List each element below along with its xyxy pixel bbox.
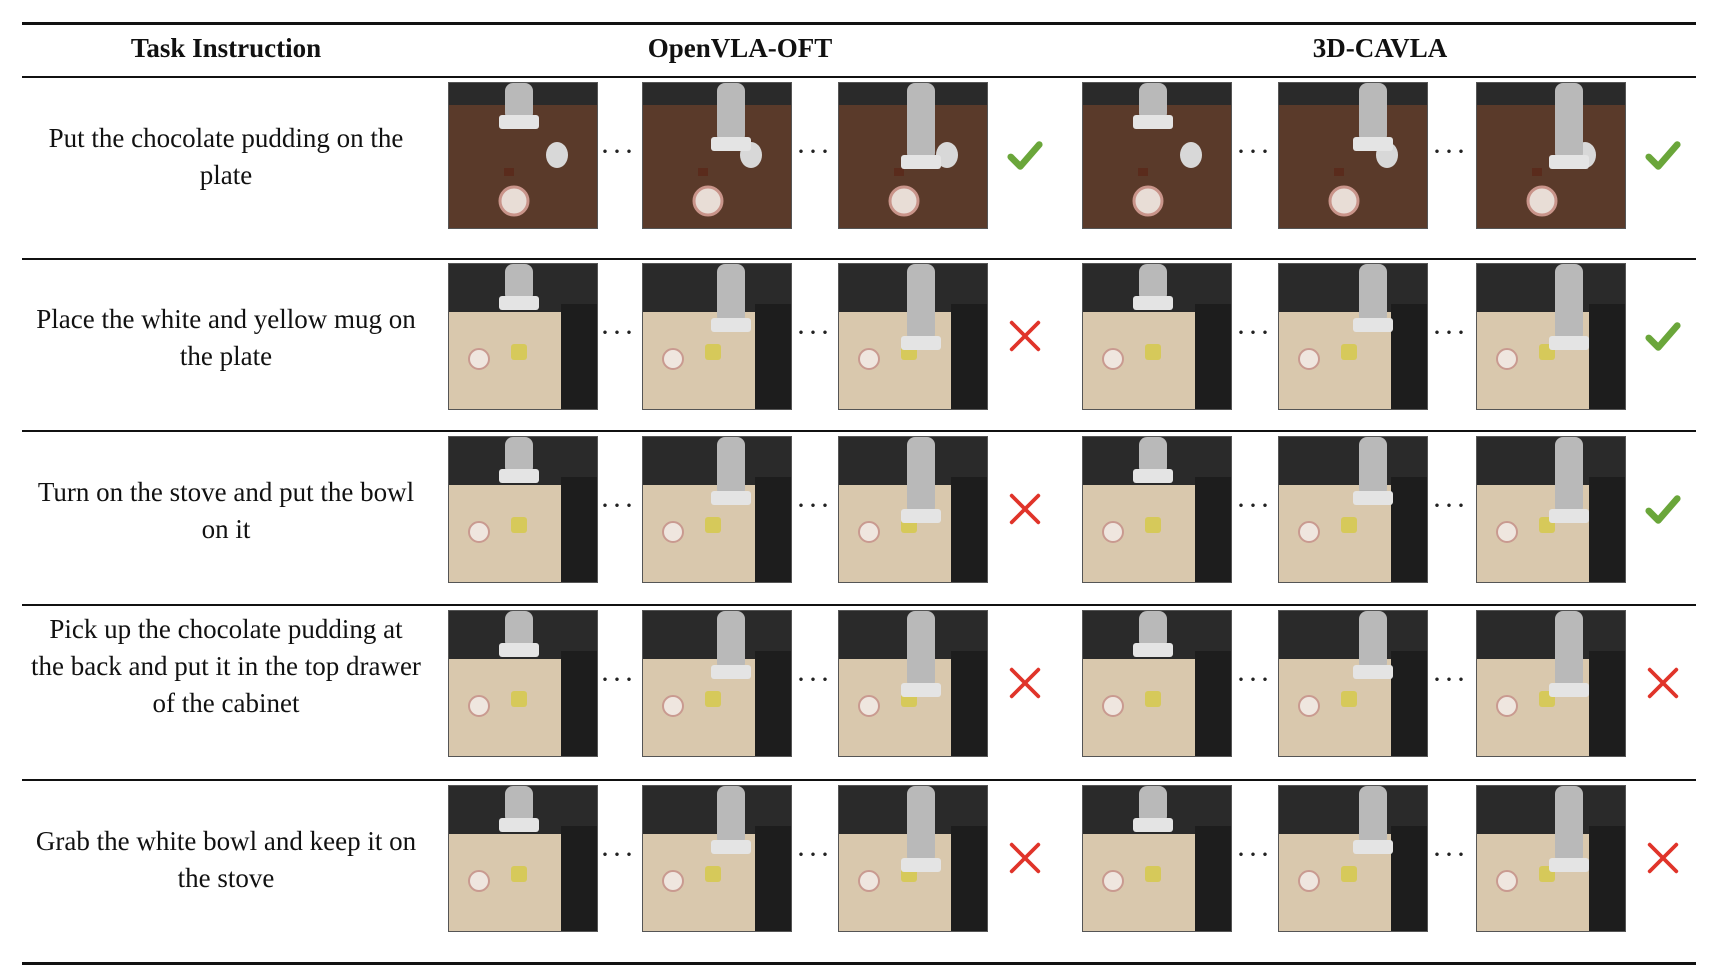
ellipsis: ···: [1432, 134, 1468, 168]
table-row: Pick up the chocolate pudding at the bac…: [0, 610, 1716, 770]
3d-cavla-frame-3: [1476, 610, 1626, 757]
ellipsis: ···: [796, 315, 832, 349]
ellipsis: ···: [1432, 488, 1468, 522]
ellipsis: ···: [1236, 837, 1272, 871]
ellipsis: ···: [796, 134, 832, 168]
3d-cavla-frame-1: [1082, 785, 1232, 932]
row-separator: [22, 258, 1696, 260]
table-row: Put the chocolate pudding on the plate ··…: [0, 82, 1716, 242]
3d-cavla-frame-2: [1278, 610, 1428, 757]
3d-cavla-frame-3: [1476, 436, 1626, 583]
openvla-oft-frame-1: [448, 610, 598, 757]
table-row: Turn on the stove and put the bowl on it…: [0, 436, 1716, 596]
row-separator: [22, 604, 1696, 606]
openvla-oft-result-icon: [1006, 317, 1044, 355]
openvla-oft-frame-1: [448, 82, 598, 229]
ellipsis: ···: [1236, 134, 1272, 168]
openvla-oft-result-icon: [1006, 490, 1044, 528]
ellipsis: ···: [600, 315, 636, 349]
3d-cavla-result-icon: [1644, 317, 1682, 355]
openvla-oft-frame-2: [642, 610, 792, 757]
3d-cavla-result-icon: [1644, 664, 1682, 702]
3d-cavla-result-icon: [1644, 490, 1682, 528]
ellipsis: ···: [1236, 315, 1272, 349]
3d-cavla-frame-3: [1476, 82, 1626, 229]
openvla-oft-frame-3: [838, 610, 988, 757]
table-row: Place the white and yellow mug on the pl…: [0, 263, 1716, 423]
openvla-oft-result-icon: [1006, 664, 1044, 702]
3d-cavla-result-icon: [1644, 839, 1682, 877]
3d-cavla-frame-1: [1082, 263, 1232, 410]
3d-cavla-frame-2: [1278, 263, 1428, 410]
openvla-oft-frame-1: [448, 263, 598, 410]
header-rule: [22, 76, 1696, 78]
ellipsis: ···: [796, 488, 832, 522]
openvla-oft-frame-1: [448, 785, 598, 932]
header-task-instruction: Task Instruction: [130, 33, 322, 63]
3d-cavla-result-icon: [1644, 136, 1682, 174]
ellipsis: ···: [600, 837, 636, 871]
header-3d-cavla: 3D-CAVLA: [1312, 33, 1448, 63]
top-rule: [22, 22, 1696, 25]
ellipsis: ···: [1236, 488, 1272, 522]
task-instruction: Put the chocolate pudding on the plate: [48, 122, 404, 190]
ellipsis: ···: [1432, 315, 1468, 349]
3d-cavla-frame-3: [1476, 785, 1626, 932]
row-separator: [22, 430, 1696, 432]
bottom-rule: [22, 962, 1696, 965]
ellipsis: ···: [600, 488, 636, 522]
header-openvla-oft: OpenVLA-OFT: [647, 33, 833, 63]
openvla-oft-frame-3: [838, 436, 988, 583]
openvla-oft-result-icon: [1006, 839, 1044, 877]
task-instruction: Place the white and yellow mug on the pl…: [36, 303, 416, 371]
openvla-oft-frame-3: [838, 82, 988, 229]
openvla-oft-result-icon: [1006, 136, 1044, 174]
3d-cavla-frame-2: [1278, 785, 1428, 932]
3d-cavla-frame-1: [1082, 82, 1232, 229]
3d-cavla-frame-1: [1082, 436, 1232, 583]
task-instruction: Pick up the chocolate pudding at the bac…: [31, 613, 421, 718]
ellipsis: ···: [796, 662, 832, 696]
ellipsis: ···: [1432, 837, 1468, 871]
openvla-oft-frame-3: [838, 785, 988, 932]
openvla-oft-frame-1: [448, 436, 598, 583]
table-row: Grab the white bowl and keep it on the s…: [0, 785, 1716, 945]
openvla-oft-frame-3: [838, 263, 988, 410]
openvla-oft-frame-2: [642, 436, 792, 583]
openvla-oft-frame-2: [642, 263, 792, 410]
openvla-oft-frame-2: [642, 82, 792, 229]
3d-cavla-frame-2: [1278, 436, 1428, 583]
task-instruction: Grab the white bowl and keep it on the s…: [35, 825, 417, 893]
ellipsis: ···: [796, 837, 832, 871]
row-separator: [22, 779, 1696, 781]
ellipsis: ···: [600, 662, 636, 696]
ellipsis: ···: [1432, 662, 1468, 696]
3d-cavla-frame-1: [1082, 610, 1232, 757]
3d-cavla-frame-3: [1476, 263, 1626, 410]
openvla-oft-frame-2: [642, 785, 792, 932]
ellipsis: ···: [1236, 662, 1272, 696]
ellipsis: ···: [600, 134, 636, 168]
task-instruction: Turn on the stove and put the bowl on it: [37, 476, 415, 544]
3d-cavla-frame-2: [1278, 82, 1428, 229]
